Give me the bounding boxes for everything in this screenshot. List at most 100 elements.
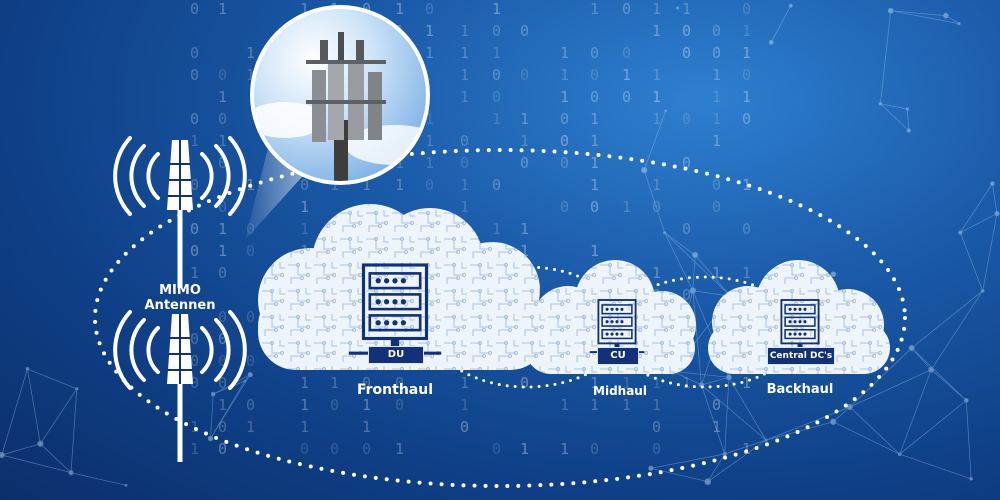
mesh-link <box>70 472 127 486</box>
binary-digit: 0 <box>190 44 199 62</box>
binary-digit: 1 <box>425 44 434 62</box>
binary-digit: 0 <box>190 110 199 128</box>
mesh-node <box>641 166 648 174</box>
mesh-node <box>963 398 969 403</box>
mesh-node <box>905 107 910 111</box>
binary-digit: 0 <box>742 110 751 128</box>
mesh-node <box>124 483 128 487</box>
binary-digit: 1 <box>742 176 751 194</box>
binary-digit: 1 <box>425 22 434 40</box>
binary-digit: 1 <box>300 418 309 436</box>
binary-digit: 0 <box>218 308 227 326</box>
binary-digit: 0 <box>682 154 691 172</box>
binary-digit: 1 <box>520 242 529 260</box>
binary-digit: 1 <box>652 0 661 18</box>
mesh-link <box>832 406 851 423</box>
mesh-link <box>27 368 77 390</box>
mesh-link <box>643 169 665 233</box>
binary-digit: 0 <box>682 22 691 40</box>
binary-digit: 0 <box>520 66 529 84</box>
binary-digit: 0 <box>190 220 199 238</box>
binary-digit: 1 <box>520 220 529 238</box>
mesh-link <box>672 370 702 386</box>
binary-digit: 0 <box>218 374 227 392</box>
mesh-link <box>899 369 932 455</box>
binary-digit: 0 <box>190 330 199 348</box>
binary-digit: 1 <box>712 418 721 436</box>
binary-digit: 0 <box>712 22 721 40</box>
mesh-node <box>764 438 768 442</box>
mesh-node <box>897 452 902 457</box>
mesh-link <box>770 5 792 43</box>
binary-digit: 0 <box>742 0 751 18</box>
mesh-node <box>906 128 911 133</box>
mesh-node <box>943 12 949 19</box>
binary-digit: 1 <box>590 132 599 150</box>
mesh-link <box>1 368 28 456</box>
binary-digit: 1 <box>218 132 227 150</box>
cell-tower-photo <box>245 5 430 240</box>
mesh-link <box>210 394 214 439</box>
binary-digit: 0 <box>218 418 227 436</box>
binary-digit: 0 <box>742 220 751 238</box>
binary-digit: 1 <box>520 110 529 128</box>
binary-digit: 0 <box>682 286 691 304</box>
binary-digit: 1 <box>520 440 529 458</box>
mesh-link <box>880 10 892 104</box>
binary-digit: 1 <box>590 374 599 392</box>
binary-digit: 1 <box>460 176 469 194</box>
mesh-node <box>689 287 697 294</box>
mesh-link <box>960 183 993 233</box>
mesh-node <box>676 6 680 10</box>
binary-digit: 1 <box>246 418 255 436</box>
binary-digit: 0 <box>742 66 751 84</box>
mesh-link <box>650 453 725 469</box>
mesh-node <box>768 39 774 45</box>
mesh-link <box>643 110 666 171</box>
binary-digit: 1 <box>218 242 227 260</box>
binary-digit: 1 <box>362 418 371 436</box>
cloud-du <box>258 204 548 370</box>
binary-digit: 0 <box>622 44 631 62</box>
binary-digit: 1 <box>590 110 599 128</box>
mesh-link <box>664 232 696 256</box>
binary-digit: 0 <box>246 242 255 260</box>
binary-digit: 0 <box>520 374 529 392</box>
mesh-link <box>70 388 78 473</box>
binary-digit: 1 <box>742 22 751 40</box>
backhaul-label: Backhaul <box>766 382 834 397</box>
binary-digit: 1 <box>712 264 721 282</box>
mesh-link <box>27 368 41 444</box>
mesh-link <box>728 377 767 441</box>
mesh-link <box>849 406 900 455</box>
binary-digit: 1 <box>300 0 309 18</box>
binary-digit: 0 <box>246 352 255 370</box>
mesh-link <box>890 10 960 24</box>
mesh-link <box>210 380 246 439</box>
mesh-node <box>846 403 853 411</box>
binary-digit: 0 <box>190 0 199 18</box>
mesh-node <box>957 21 961 26</box>
binary-digit: 1 <box>190 440 199 458</box>
mesh-node <box>704 478 712 486</box>
mesh-node <box>664 109 667 113</box>
binary-digit: 0 <box>218 198 227 216</box>
binary-digit: 1 <box>560 44 569 62</box>
mesh-node <box>994 210 1000 217</box>
mesh-link <box>965 400 972 479</box>
mesh-link <box>880 103 908 110</box>
binary-digit: 0 <box>560 154 569 172</box>
binary-digit: 0 <box>520 22 529 40</box>
binary-digit: 1 <box>460 374 469 392</box>
binary-digit: 1 <box>622 66 631 84</box>
binary-digit: 0 <box>682 110 691 128</box>
mesh-node <box>969 476 973 481</box>
binary-digit: 1 <box>742 440 751 458</box>
binary-digit: 1 <box>622 396 631 414</box>
binary-digit: 1 <box>622 374 631 392</box>
mesh-node <box>726 374 732 381</box>
mesh-node <box>830 271 837 278</box>
binary-digit: 1 <box>652 22 661 40</box>
mesh-node <box>0 451 5 459</box>
binary-digit: 1 <box>492 0 501 18</box>
